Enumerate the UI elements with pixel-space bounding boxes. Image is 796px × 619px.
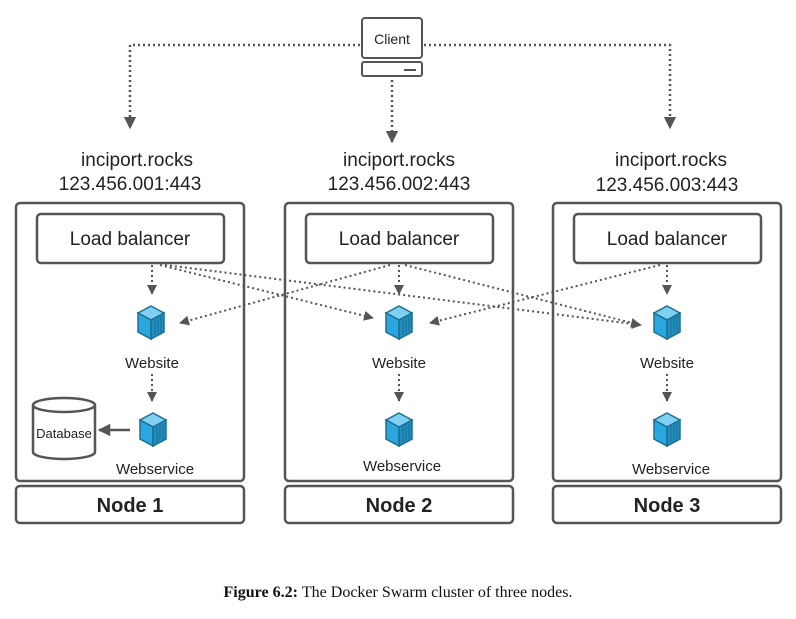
figure-caption: Figure 6.2: The Docker Swarm cluster of … [0, 584, 796, 602]
node-3-name-box [551, 484, 783, 525]
node-1-load-balancer-label: Load balancer [70, 229, 191, 250]
node-2-load-balancer-label: Load balancer [339, 229, 460, 250]
node-1-name: Node 1 [97, 495, 164, 517]
node-3-box [551, 201, 783, 483]
node-2-address: 123.456.002:443 [328, 174, 471, 195]
client-connections [123, 43, 677, 144]
node-2-load-balancer [304, 212, 495, 265]
node-3-load-balancer [572, 212, 763, 265]
database-icon [31, 396, 97, 461]
node-1-address: 123.456.001:443 [59, 174, 202, 195]
node-3-name: Node 3 [634, 495, 701, 517]
node-1-webservice-container-icon [139, 412, 167, 447]
node-2-box [283, 201, 515, 483]
node-2-webservice-label: Webservice [363, 458, 441, 475]
figure-caption-text: The Docker Swarm cluster of three nodes. [301, 584, 573, 601]
node-2-website-container-icon [385, 305, 413, 340]
node-1-load-balancer [35, 212, 226, 265]
node-3-website-container-icon [653, 305, 681, 340]
client-label: Client [374, 31, 410, 47]
node-1-host: inciport.rocks [81, 150, 193, 171]
node-1-name-box [14, 484, 246, 525]
node-3-host: inciport.rocks [615, 150, 727, 171]
node-3-webservice-container-icon [653, 412, 681, 447]
node-1-website-container-icon [137, 305, 165, 340]
node-3-website-label: Website [640, 355, 694, 372]
node-2-name-box [283, 484, 515, 525]
client-computer-icon [361, 17, 423, 77]
node-2-webservice-container-icon [385, 412, 413, 447]
node-3-address: 123.456.003:443 [596, 175, 739, 196]
node-1-webservice-label: Webservice [116, 461, 194, 478]
node-3-webservice-label: Webservice [632, 461, 710, 478]
node-3-load-balancer-label: Load balancer [607, 229, 728, 250]
node-2-website-label: Website [372, 355, 426, 372]
database-label: Database [36, 426, 92, 441]
node-2-host: inciport.rocks [343, 150, 455, 171]
load-balancer-routes [147, 264, 672, 329]
node-1-website-label: Website [125, 355, 179, 372]
figure-caption-label: Figure 6.2: [223, 584, 298, 601]
node-2-name: Node 2 [366, 495, 433, 517]
